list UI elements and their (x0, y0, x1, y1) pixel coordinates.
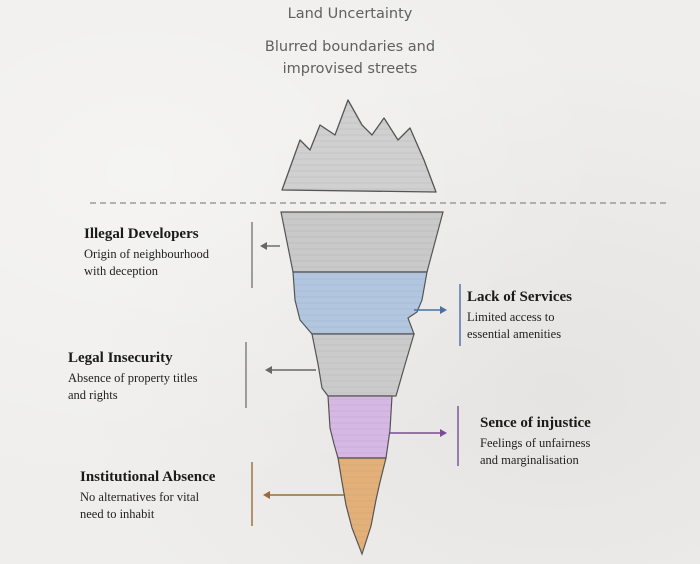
label-title: Lack of Services (467, 289, 572, 305)
label-desc-line: need to inhabit (80, 507, 155, 521)
label-description: No alternatives for vital need to inhabi… (80, 489, 215, 523)
arrow-legal-insecurity (265, 366, 316, 374)
label-description: Origin of neighbourhood with deception (84, 246, 209, 280)
label-title: Institutional Absence (80, 469, 216, 485)
layer-lack-of-services-texture (293, 272, 427, 334)
page-title: Land Uncertainty (287, 6, 413, 22)
label-institutional-absence: Institutional Absence No alternatives fo… (80, 468, 215, 523)
label-desc-line: and marginalisation (480, 453, 579, 467)
arrow-institutional-absence (263, 491, 344, 499)
arrow-illegal-developers (260, 242, 280, 250)
label-title: Legal Insecurity (68, 350, 173, 366)
layer-sence-of-injustice-texture (328, 396, 392, 458)
layer-illegal-developers-texture (281, 212, 443, 272)
label-legal-insecurity: Legal Insecurity Absence of property tit… (68, 349, 197, 404)
label-description: Limited access to essential amenities (467, 309, 572, 343)
layer-institutional-absence-texture (338, 458, 386, 554)
arrow-sence-of-injustice (390, 429, 447, 437)
subtitle-line-2: improvised streets (282, 61, 418, 77)
subtitle-line-1: Blurred boundaries and (264, 39, 436, 55)
label-desc-line: Origin of neighbourhood (84, 247, 209, 261)
label-desc-line: Absence of property titles (68, 371, 198, 385)
label-desc-line: with deception (84, 264, 158, 278)
layer-legal-insecurity-texture (312, 334, 414, 396)
label-title: Illegal Developers (84, 226, 199, 242)
label-desc-line: essential amenities (467, 327, 562, 341)
label-title: Sence of injustice (480, 415, 591, 431)
label-desc-line: and rights (68, 388, 118, 402)
arrow-lack-of-services (414, 306, 447, 314)
label-lack-of-services: Lack of Services Limited access to essen… (467, 288, 572, 343)
label-desc-line: No alternatives for vital (80, 490, 200, 504)
label-desc-line: Limited access to (467, 310, 555, 324)
label-description: Absence of property titles and rights (68, 370, 197, 404)
label-illegal-developers: Illegal Developers Origin of neighbourho… (84, 225, 209, 280)
iceberg-tip-texture (282, 100, 436, 192)
label-description: Feelings of unfairness and marginalisati… (480, 435, 591, 469)
page-subtitle: Blurred boundaries and improvised street… (0, 36, 700, 80)
label-sence-of-injustice: Sence of injustice Feelings of unfairnes… (480, 414, 591, 469)
label-desc-line: Feelings of unfairness (480, 436, 591, 450)
